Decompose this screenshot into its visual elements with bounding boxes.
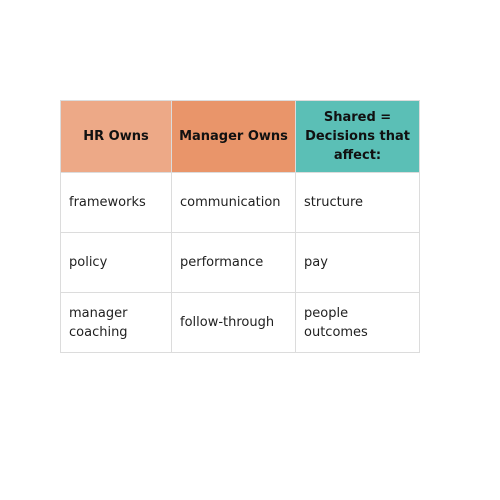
header-shared-label: Shared = Decisions that affect: xyxy=(305,110,410,163)
cell-shared: pay xyxy=(295,232,420,293)
cell-shared-text: structure xyxy=(304,195,363,210)
header-manager-owns: Manager Owns xyxy=(171,100,296,173)
cell-shared: structure xyxy=(295,172,420,233)
cell-manager: follow-through xyxy=(171,292,296,353)
cell-manager: performance xyxy=(171,232,296,293)
cell-hr: frameworks xyxy=(60,172,172,233)
cell-shared: people outcomes xyxy=(295,292,420,353)
header-shared: Shared = Decisions that affect: xyxy=(295,100,420,173)
cell-shared-text: people outcomes xyxy=(304,305,368,340)
header-manager-owns-label: Manager Owns xyxy=(179,129,288,144)
cell-hr: policy xyxy=(60,232,172,293)
cell-manager-text: communication xyxy=(180,195,281,210)
cell-manager-text: performance xyxy=(180,255,264,270)
cell-manager: communication xyxy=(171,172,296,233)
cell-hr-text: frameworks xyxy=(69,195,146,210)
header-hr-owns: HR Owns xyxy=(60,100,172,173)
table-header-row: HR Owns Manager Owns Shared = Decisions … xyxy=(60,100,420,173)
header-hr-owns-label: HR Owns xyxy=(83,129,149,144)
cell-shared-text: pay xyxy=(304,255,328,270)
ownership-table: HR Owns Manager Owns Shared = Decisions … xyxy=(60,100,420,353)
cell-hr-text: manager coaching xyxy=(69,305,128,340)
table-row: policy performance pay xyxy=(60,232,420,293)
cell-hr-text: policy xyxy=(69,255,108,270)
table-row: frameworks communication structure xyxy=(60,172,420,233)
table-row: manager coaching follow-through people o… xyxy=(60,292,420,353)
cell-hr: manager coaching xyxy=(60,292,172,353)
cell-manager-text: follow-through xyxy=(180,315,275,330)
